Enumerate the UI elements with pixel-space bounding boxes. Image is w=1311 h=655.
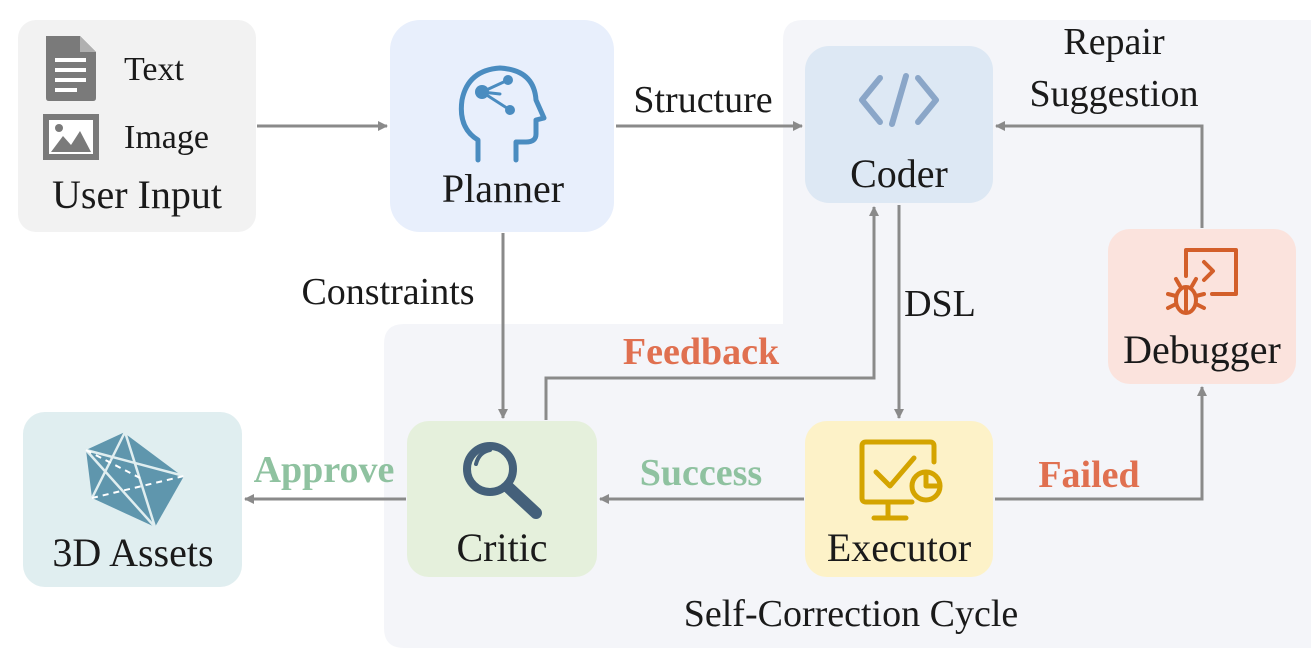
code-brackets-icon — [859, 73, 939, 127]
edge-label-structure: Structure — [633, 79, 772, 121]
edge-label-dsl: DSL — [904, 283, 976, 325]
cycle-region — [384, 20, 1311, 648]
edge-label-repair-line1: Repair — [1063, 21, 1165, 63]
user-input-title: User Input — [52, 172, 222, 217]
executor-label: Executor — [827, 525, 971, 570]
edge-arrows — [244, 121, 1207, 504]
edge-label-repair-line2: Suggestion — [1030, 73, 1199, 115]
edge-label-feedback: Feedback — [623, 331, 780, 373]
polyhedron-icon — [85, 430, 185, 528]
edge-label-approve: Approve — [254, 449, 395, 491]
edge-label-success: Success — [640, 452, 762, 494]
assets-node: 3D Assets — [23, 412, 242, 587]
critic-label: Critic — [456, 525, 547, 570]
debugger-label: Debugger — [1123, 327, 1281, 372]
edge-label-failed: Failed — [1038, 454, 1139, 496]
monitor-check-icon — [859, 439, 943, 521]
planner-label: Planner — [442, 166, 564, 211]
coder-label: Coder — [850, 151, 948, 196]
image-input-label: Image — [124, 119, 209, 156]
bug-terminal-icon — [1166, 248, 1238, 315]
magnifier-icon — [463, 442, 542, 519]
assets-label: 3D Assets — [52, 530, 213, 575]
arrow-critic-feedback-to-coder — [544, 206, 879, 420]
coder-node: Coder — [805, 46, 993, 203]
critic-node: Critic — [407, 421, 597, 577]
brain-head-icon — [458, 65, 547, 163]
document-icon — [46, 36, 96, 101]
cycle-caption: Self-Correction Cycle — [684, 593, 1019, 635]
planner-node: Planner — [390, 20, 614, 232]
edge-label-constraints: Constraints — [301, 271, 474, 313]
debugger-node: Debugger — [1108, 229, 1296, 384]
arrow-executor-to-debugger — [995, 386, 1207, 501]
arrow-debugger-to-coder — [995, 121, 1204, 228]
text-input-label: Text — [124, 51, 184, 88]
image-icon — [43, 114, 99, 160]
user-input-box: Text Image User Input — [18, 20, 256, 232]
executor-node: Executor — [805, 421, 993, 577]
